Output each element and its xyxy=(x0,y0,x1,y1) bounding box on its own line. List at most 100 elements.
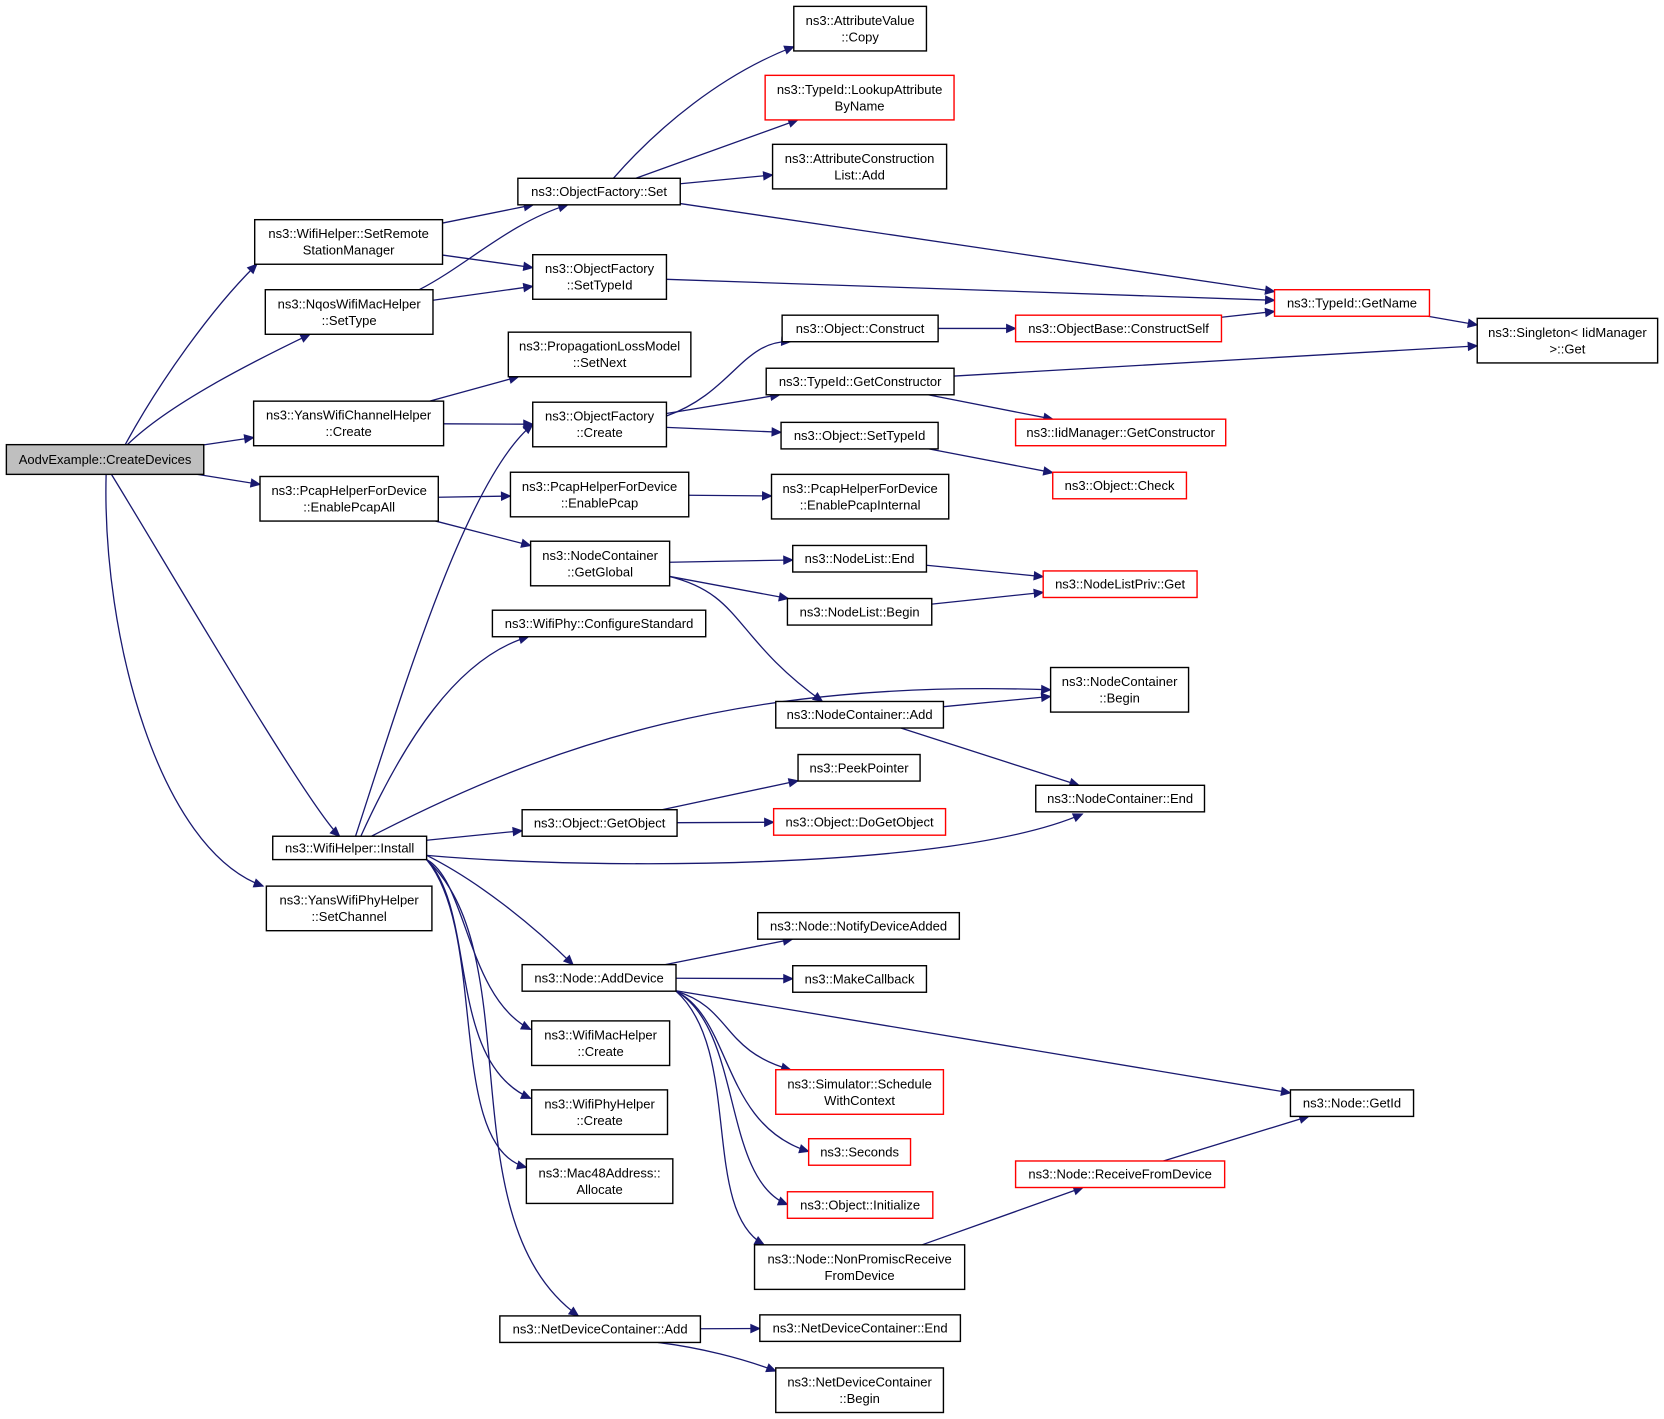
node-box[interactable] xyxy=(525,1158,674,1205)
node-ncEnd[interactable]: ns3::NodeContainer::End xyxy=(1035,784,1206,813)
node-objGetObject[interactable]: ns3::Object::GetObject xyxy=(521,809,678,837)
node-box[interactable] xyxy=(797,753,921,782)
node-doGetObject[interactable]: ns3::Object::DoGetObject xyxy=(772,807,947,836)
node-box[interactable] xyxy=(781,314,939,343)
node-ndcBegin[interactable]: ns3::NetDeviceContainer::Begin xyxy=(775,1367,945,1414)
node-ofSetTypeId[interactable]: ns3::ObjectFactory::SetTypeId xyxy=(532,253,668,300)
node-nlEnd[interactable]: ns3::NodeList::End xyxy=(792,544,928,573)
node-box[interactable] xyxy=(532,253,668,300)
node-ofCreate[interactable]: ns3::ObjectFactory::Create xyxy=(532,401,668,448)
node-nlBegin[interactable]: ns3::NodeList::Begin xyxy=(786,597,933,626)
node-box[interactable] xyxy=(1052,471,1188,500)
node-box[interactable] xyxy=(780,421,939,450)
node-nodeGetId[interactable]: ns3::Node::GetId xyxy=(1289,1089,1415,1118)
node-box[interactable] xyxy=(793,5,928,52)
node-box[interactable] xyxy=(765,367,955,396)
node-box[interactable] xyxy=(786,1191,934,1219)
node-constructSelf[interactable]: ns3::ObjectBase::ConstructSelf xyxy=(1014,314,1223,343)
node-box[interactable] xyxy=(252,400,445,447)
node-objConstruct[interactable]: ns3::Object::Construct xyxy=(781,314,939,343)
node-box[interactable] xyxy=(1049,666,1190,713)
node-box[interactable] xyxy=(521,963,677,992)
node-propSetNext[interactable]: ns3::PropagationLossModel::SetNext xyxy=(507,331,692,378)
node-objSetTypeId[interactable]: ns3::Object::SetTypeId xyxy=(780,421,939,450)
node-box[interactable] xyxy=(759,1314,962,1343)
node-box[interactable] xyxy=(253,218,444,265)
node-box[interactable] xyxy=(770,473,950,520)
node-box[interactable] xyxy=(771,143,948,190)
node-yansChanCreate[interactable]: ns3::YansWifiChannelHelper::Create xyxy=(252,400,445,447)
node-box[interactable] xyxy=(521,809,678,837)
node-box[interactable] xyxy=(1042,570,1198,599)
node-box[interactable] xyxy=(507,331,692,378)
node-pcapAll[interactable]: ns3::PcapHelperForDevice::EnablePcapAll xyxy=(259,475,439,522)
node-ndcEnd[interactable]: ns3::NetDeviceContainer::End xyxy=(759,1314,962,1343)
node-box[interactable] xyxy=(786,597,933,626)
node-box[interactable] xyxy=(259,475,439,522)
node-iidGetCons[interactable]: ns3::IidManager::GetConstructor xyxy=(1014,418,1227,447)
node-ncBegin[interactable]: ns3::NodeContainer::Begin xyxy=(1049,666,1190,713)
node-box[interactable] xyxy=(5,443,205,476)
node-attrCopy[interactable]: ns3::AttributeValue::Copy xyxy=(793,5,928,52)
node-box[interactable] xyxy=(491,609,707,638)
node-wifiPhyConfigure[interactable]: ns3::WifiPhy::ConfigureStandard xyxy=(491,609,707,638)
node-wifiPhyCreate[interactable]: ns3::WifiPhyHelper::Create xyxy=(530,1089,669,1136)
node-pcapInternal[interactable]: ns3::PcapHelperForDevice::EnablePcapInte… xyxy=(770,473,950,520)
node-objCheck[interactable]: ns3::Object::Check xyxy=(1052,471,1188,500)
node-box[interactable] xyxy=(775,1069,945,1115)
node-nodeAddDevice[interactable]: ns3::Node::AddDevice xyxy=(521,963,677,992)
node-makeCallback[interactable]: ns3::MakeCallback xyxy=(792,965,928,993)
node-box[interactable] xyxy=(775,700,945,729)
node-objInitialize[interactable]: ns3::Object::Initialize xyxy=(786,1191,934,1219)
node-peekPointer[interactable]: ns3::PeekPointer xyxy=(797,753,921,782)
node-box[interactable] xyxy=(517,177,681,206)
node-wifiMacCreate[interactable]: ns3::WifiMacHelper::Create xyxy=(530,1020,671,1067)
node-ncAdd[interactable]: ns3::NodeContainer::Add xyxy=(775,700,945,729)
node-box[interactable] xyxy=(792,544,928,573)
node-box[interactable] xyxy=(1289,1089,1415,1118)
node-box[interactable] xyxy=(265,885,433,932)
node-notifyDevAdded[interactable]: ns3::Node::NotifyDeviceAdded xyxy=(757,911,961,940)
node-ndcAdd[interactable]: ns3::NetDeviceContainer::Add xyxy=(499,1315,702,1344)
node-box[interactable] xyxy=(272,835,428,861)
node-box[interactable] xyxy=(530,1089,669,1136)
node-seconds[interactable]: ns3::Seconds xyxy=(807,1137,912,1166)
node-nlPrivGet[interactable]: ns3::NodeListPriv::Get xyxy=(1042,570,1198,599)
node-box[interactable] xyxy=(1035,784,1206,813)
node-box[interactable] xyxy=(807,1137,912,1166)
node-wifiInstall[interactable]: ns3::WifiHelper::Install xyxy=(272,835,428,861)
node-box[interactable] xyxy=(772,807,947,836)
node-box[interactable] xyxy=(753,1244,966,1291)
node-singletonGet[interactable]: ns3::Singleton< IidManager>::Get xyxy=(1476,317,1659,364)
node-typeGetName[interactable]: ns3::TypeId::GetName xyxy=(1273,289,1431,317)
node-box[interactable] xyxy=(1273,289,1431,317)
node-box[interactable] xyxy=(792,965,928,993)
node-receiveFromDev[interactable]: ns3::Node::ReceiveFromDevice xyxy=(1014,1160,1226,1189)
node-box[interactable] xyxy=(530,1020,671,1067)
node-root[interactable]: AodvExample::CreateDevices xyxy=(5,443,205,476)
node-box[interactable] xyxy=(532,401,668,448)
node-box[interactable] xyxy=(757,911,961,940)
node-box[interactable] xyxy=(529,540,671,587)
node-box[interactable] xyxy=(775,1367,945,1414)
node-box[interactable] xyxy=(1014,418,1227,447)
node-box[interactable] xyxy=(264,289,434,335)
node-box[interactable] xyxy=(1014,314,1223,343)
node-macAllocate[interactable]: ns3::Mac48Address::Allocate xyxy=(525,1158,674,1205)
node-pcapEnable[interactable]: ns3::PcapHelperForDevice::EnablePcap xyxy=(509,471,690,518)
node-box[interactable] xyxy=(1476,317,1659,364)
node-ofSet[interactable]: ns3::ObjectFactory::Set xyxy=(517,177,681,206)
node-box[interactable] xyxy=(499,1315,702,1344)
node-box[interactable] xyxy=(1014,1160,1226,1189)
node-nqosSetType[interactable]: ns3::NqosWifiMacHelper::SetType xyxy=(264,289,434,335)
node-box[interactable] xyxy=(764,74,955,121)
node-yansPhySetChannel[interactable]: ns3::YansWifiPhyHelper::SetChannel xyxy=(265,885,433,932)
node-ncGetGlobal[interactable]: ns3::NodeContainer::GetGlobal xyxy=(529,540,671,587)
node-typeGetCons[interactable]: ns3::TypeId::GetConstructor xyxy=(765,367,955,396)
node-box[interactable] xyxy=(509,471,690,518)
